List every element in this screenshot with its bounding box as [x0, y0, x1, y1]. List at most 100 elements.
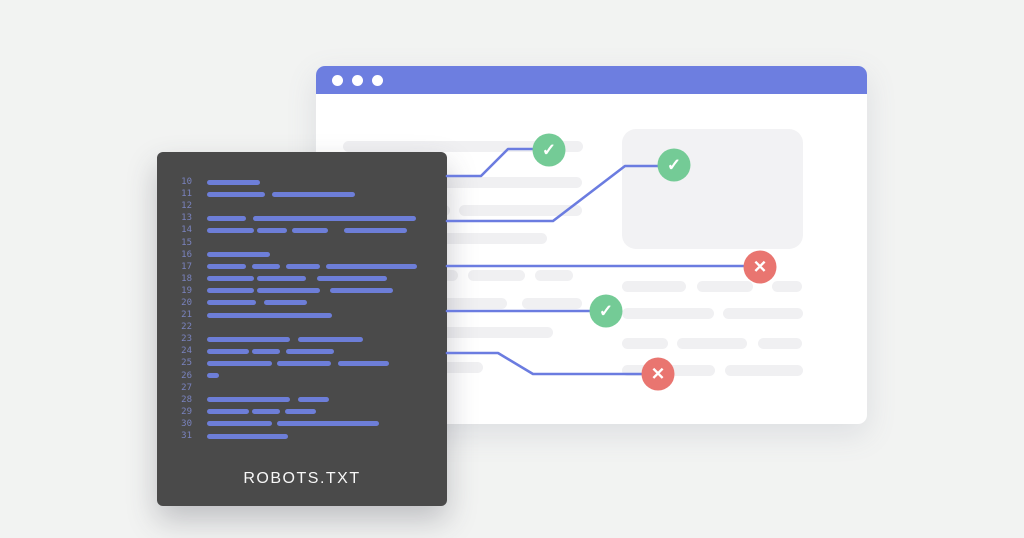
- code-token-bar: [298, 397, 329, 403]
- line-number: 25: [181, 358, 192, 369]
- line-number: 31: [181, 431, 192, 442]
- code-line: 16: [157, 249, 447, 261]
- window-control-dot: [352, 74, 363, 86]
- line-number: 22: [181, 322, 192, 333]
- code-line: 20: [157, 297, 447, 309]
- line-number: 16: [181, 249, 192, 260]
- browser-titlebar: [316, 66, 867, 94]
- code-token-bar: [207, 360, 272, 366]
- code-token-bar: [207, 264, 246, 270]
- line-number: 23: [181, 334, 192, 345]
- code-token-bar: [286, 264, 320, 270]
- code-token-bar: [207, 288, 254, 294]
- skeleton-text-bar: [677, 338, 747, 349]
- allowed-check-badge: ✓: [589, 294, 623, 328]
- code-line: 15: [157, 236, 447, 248]
- code-line: 28: [157, 394, 447, 406]
- line-number: 29: [181, 406, 192, 417]
- line-number: 12: [181, 201, 192, 212]
- blocked-cross-badge: ✕: [641, 357, 675, 391]
- code-token-bar: [252, 264, 280, 270]
- cross-icon: ✕: [650, 364, 666, 384]
- code-token-bar: [253, 215, 416, 221]
- line-number: 13: [181, 213, 192, 224]
- line-number: 24: [181, 346, 192, 357]
- skeleton-text-bar: [758, 338, 802, 349]
- code-token-bar: [264, 300, 307, 306]
- code-token-bar: [252, 409, 280, 415]
- code-token-bar: [257, 276, 306, 282]
- line-number: 20: [181, 297, 192, 308]
- code-line: 27: [157, 382, 447, 394]
- line-number: 14: [181, 225, 192, 236]
- code-line: 17: [157, 261, 447, 273]
- code-token-bar: [207, 421, 272, 427]
- skeleton-text-bar: [772, 281, 802, 292]
- code-token-bar: [286, 348, 334, 354]
- code-token-bar: [338, 360, 389, 366]
- code-line: 25: [157, 357, 447, 369]
- code-token-bar: [285, 409, 316, 415]
- code-line: 19: [157, 285, 447, 297]
- line-number: 17: [181, 261, 192, 272]
- line-number: 10: [181, 177, 192, 188]
- allowed-check-badge: ✓: [532, 133, 566, 167]
- line-number: 28: [181, 394, 192, 405]
- code-token-bar: [292, 227, 328, 233]
- panel-title: ROBOTS.TXT: [243, 470, 361, 487]
- code-token-bar: [207, 373, 219, 379]
- code-token-bar: [252, 348, 280, 354]
- line-number: 30: [181, 418, 192, 429]
- line-number: 15: [181, 237, 192, 248]
- code-line: 26: [157, 370, 447, 382]
- code-line: 21: [157, 309, 447, 321]
- line-number: 27: [181, 382, 192, 393]
- code-token-bar: [344, 227, 407, 233]
- code-token-bar: [257, 227, 287, 233]
- skeleton-text-bar: [723, 308, 803, 319]
- check-icon: ✓: [541, 140, 557, 160]
- cross-icon: ✕: [752, 257, 768, 277]
- code-line: 11: [157, 188, 447, 200]
- allowed-check-badge: ✓: [657, 148, 691, 182]
- check-icon: ✓: [598, 301, 614, 321]
- code-line: 23: [157, 333, 447, 345]
- code-token-bar: [207, 215, 246, 221]
- window-control-dot: [332, 74, 343, 86]
- code-token-bar: [207, 227, 254, 233]
- skeleton-text-bar: [725, 365, 803, 376]
- skeleton-text-bar: [343, 141, 583, 152]
- code-line: 24: [157, 345, 447, 357]
- code-line: 31: [157, 430, 447, 442]
- code-token-bar: [330, 288, 393, 294]
- code-token-bar: [207, 191, 265, 197]
- skeleton-text-bar: [697, 281, 753, 292]
- code-token-bar: [277, 360, 331, 366]
- code-token-bar: [277, 421, 379, 427]
- code-token-bar: [298, 336, 363, 342]
- code-line: 14: [157, 224, 447, 236]
- blocked-cross-badge: ✕: [743, 250, 777, 284]
- code-token-bar: [207, 252, 270, 258]
- code-line: 10: [157, 176, 447, 188]
- skeleton-text-bar: [468, 270, 525, 281]
- code-token-bar: [317, 276, 387, 282]
- code-token-bar: [326, 264, 417, 270]
- line-number: 21: [181, 310, 192, 321]
- code-line: 22: [157, 321, 447, 333]
- line-number: 19: [181, 285, 192, 296]
- skeleton-text-bar: [522, 298, 582, 309]
- skeleton-text-bar: [535, 270, 573, 281]
- code-token-bar: [207, 336, 290, 342]
- skeleton-text-bar: [622, 281, 686, 292]
- code-token-bar: [207, 433, 288, 439]
- code-token-bar: [207, 312, 332, 318]
- line-number: 11: [181, 189, 192, 200]
- code-line: 13: [157, 212, 447, 224]
- skeleton-text-bar: [459, 205, 582, 216]
- skeleton-text-bar: [622, 308, 714, 319]
- check-icon: ✓: [666, 155, 682, 175]
